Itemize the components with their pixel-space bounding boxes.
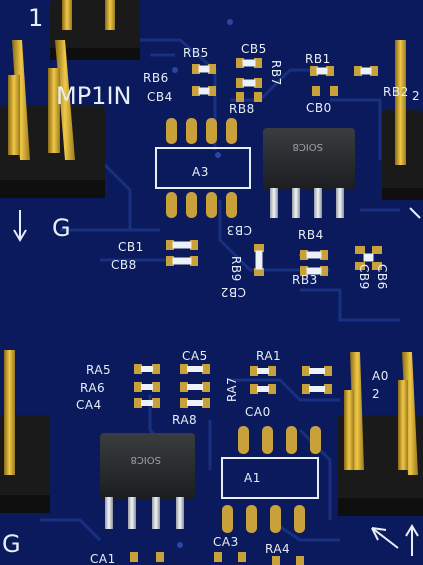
footprint-a3-label: A3 — [192, 165, 209, 179]
label-cb1: CB1 — [118, 240, 144, 254]
label-rb9: RB9 — [229, 256, 243, 282]
pin-header-left-middle — [0, 40, 105, 198]
header-label-top-left: 1 — [28, 4, 43, 32]
header-label-right-2: 2 — [412, 89, 420, 103]
smd-footprint-a1 — [221, 426, 321, 533]
label-cb2: CB2 — [220, 285, 246, 299]
silkscreen-arrows — [13, 207, 421, 556]
label-rb3: RB3 — [292, 273, 318, 287]
label-ca1: CA1 — [90, 552, 116, 565]
label-cb9: CB9 — [357, 264, 371, 290]
soic8-chip-bottom — [100, 433, 195, 529]
label-ra7: RA7 — [225, 377, 239, 402]
label-rb1: RB1 — [305, 52, 331, 66]
label-cb8: CB8 — [111, 258, 137, 272]
header-label-a0: A0 — [372, 369, 389, 383]
label-cb3: CB3 — [226, 223, 252, 237]
label-cb5: CB5 — [241, 42, 267, 56]
header-label-g-bottom: G — [2, 530, 21, 558]
footprint-a1-label: A1 — [244, 471, 261, 485]
label-ra1: RA1 — [256, 349, 281, 363]
pin-header-right-bottom — [338, 352, 423, 516]
ic-marking-bottom: SOIC8 — [130, 454, 161, 465]
label-cb0: CB0 — [306, 101, 332, 115]
label-rb8: RB8 — [229, 102, 255, 116]
label-cb4: CB4 — [147, 90, 173, 104]
label-ra5: RA5 — [86, 363, 111, 377]
silkscreen-labels: 1 MP1IN G G 2 A0 2 RB5 CB5 RB6 CB4 RB7 R… — [2, 4, 420, 565]
ic-marking-top: SOIC8 — [292, 141, 323, 152]
pin-header-top-left — [50, 0, 140, 60]
label-ca4: CA4 — [76, 398, 102, 412]
passives-bottom — [130, 364, 332, 565]
header-label-g: G — [52, 214, 71, 242]
label-cb6: CB6 — [375, 264, 389, 290]
passives-top — [166, 58, 382, 276]
label-rb5: RB5 — [183, 46, 209, 60]
label-rb2: RB2 — [383, 85, 409, 99]
label-ca5: CA5 — [182, 349, 208, 363]
soic8-chip-top — [263, 128, 355, 218]
label-rb6: RB6 — [143, 71, 169, 85]
label-ra6: RA6 — [80, 381, 105, 395]
label-ca3: CA3 — [213, 535, 239, 549]
header-label-mp1in: MP1IN — [56, 82, 131, 110]
pin-header-right-top — [382, 40, 423, 200]
label-rb4: RB4 — [298, 228, 324, 242]
label-ca0: CA0 — [245, 405, 271, 419]
header-label-2-bottom: 2 — [372, 387, 380, 401]
label-rb7: RB7 — [269, 60, 283, 86]
smd-footprint-a3 — [155, 118, 251, 218]
label-ra8: RA8 — [172, 413, 197, 427]
label-ra4: RA4 — [265, 542, 290, 556]
pin-header-left-bottom — [0, 350, 50, 513]
